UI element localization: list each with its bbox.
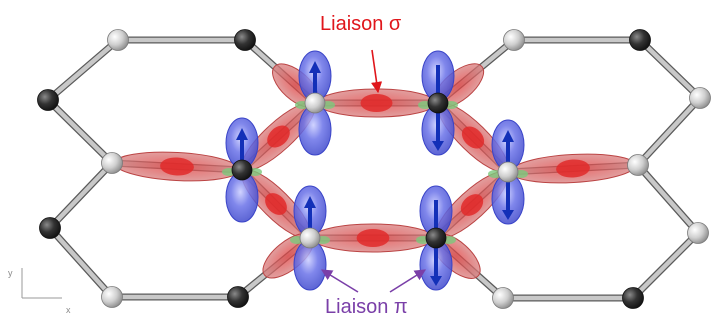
- carbon-atom-icon: [497, 161, 519, 183]
- carbon-atom-icon: [687, 222, 709, 244]
- carbon-atom-icon: [627, 154, 649, 176]
- carbon-atom-icon: [427, 92, 449, 114]
- carbon-atom-icon: [107, 29, 129, 51]
- bond: [635, 162, 701, 236]
- spin-arrow-icon: [502, 130, 514, 142]
- spin-arrow-icon: [430, 276, 442, 286]
- bond: [630, 230, 701, 301]
- sigma-bond-core: [160, 157, 194, 176]
- spin-arrow-icon: [236, 128, 248, 140]
- spin-arrow-icon: [432, 141, 444, 151]
- carbon-atom-icon: [37, 89, 59, 111]
- sigma-bond-core: [356, 229, 390, 247]
- sigma-bond-core: [461, 126, 485, 149]
- pi-pointer-arrow: [321, 269, 359, 293]
- pi-pointer-arrow: [389, 269, 426, 293]
- carbon-atom-icon: [629, 29, 651, 51]
- carbon-atom-icon: [39, 217, 61, 239]
- sigma-bond-core: [460, 194, 484, 216]
- spin-arrow-icon: [502, 210, 514, 220]
- sigma-bond-label: Liaison σ: [320, 13, 402, 35]
- sigma-bond-core: [265, 193, 287, 215]
- carbon-atom-icon: [234, 29, 256, 51]
- carbon-atom-icon: [101, 286, 123, 308]
- spin-arrow-icon: [304, 196, 316, 208]
- bond: [47, 225, 115, 300]
- sigma-bond-core: [556, 159, 590, 178]
- atom-layer: [37, 29, 711, 309]
- carbon-atom-icon: [227, 286, 249, 308]
- carbon-atom-icon: [299, 227, 321, 249]
- bond: [47, 160, 115, 231]
- carbon-atom-icon: [689, 87, 711, 109]
- axis-y-label: y: [8, 268, 13, 278]
- sigma-bond-core: [267, 125, 290, 148]
- bond: [637, 37, 703, 101]
- sigma-pointer-arrow: [371, 49, 383, 94]
- annotation-layer: yx: [8, 49, 426, 315]
- carbon-atom-icon: [101, 152, 123, 174]
- bond: [45, 37, 121, 103]
- spin-arrow-icon: [309, 61, 321, 73]
- carbon-atom-icon: [425, 227, 447, 249]
- carbon-atom-icon: [231, 159, 253, 181]
- sigma-bond-core: [360, 94, 393, 112]
- pi-bond-label: Liaison π: [325, 296, 408, 318]
- bond: [635, 95, 703, 168]
- pi-lobe-layer: [222, 50, 528, 291]
- carbon-atom-icon: [492, 287, 514, 309]
- axis-x-label: x: [66, 305, 71, 315]
- carbon-atom-icon: [622, 287, 644, 309]
- carbon-atom-icon: [304, 92, 326, 114]
- carbon-atom-icon: [503, 29, 525, 51]
- sigma-lobe-layer: [114, 63, 636, 279]
- bond: [45, 97, 115, 166]
